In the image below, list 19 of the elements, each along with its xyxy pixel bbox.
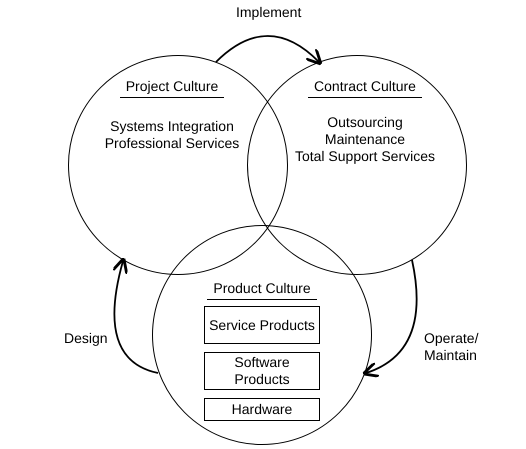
venn-circle xyxy=(68,55,288,275)
circle-heading: Project Culture xyxy=(120,78,224,98)
category-box: Hardware xyxy=(204,398,320,421)
venn-circle xyxy=(247,55,467,275)
circle-text: Professional Services xyxy=(104,135,240,152)
curved-arrow xyxy=(362,260,418,378)
circle-text: Outsourcing xyxy=(327,114,403,131)
category-box: Software Products xyxy=(204,352,320,390)
category-box: Service Products xyxy=(204,306,320,344)
circle-heading: Product Culture xyxy=(207,280,317,300)
curved-arrow xyxy=(112,256,158,374)
edge-label: Implement xyxy=(236,4,302,21)
edge-label: Design xyxy=(64,330,108,347)
venn-circle xyxy=(152,225,372,445)
circle-text: Maintenance xyxy=(324,131,406,148)
circle-heading: Contract Culture xyxy=(308,78,422,98)
circle-text: Total Support Services xyxy=(294,148,436,165)
curved-arrow xyxy=(215,35,323,66)
circle-text: Systems Integration xyxy=(110,118,234,135)
